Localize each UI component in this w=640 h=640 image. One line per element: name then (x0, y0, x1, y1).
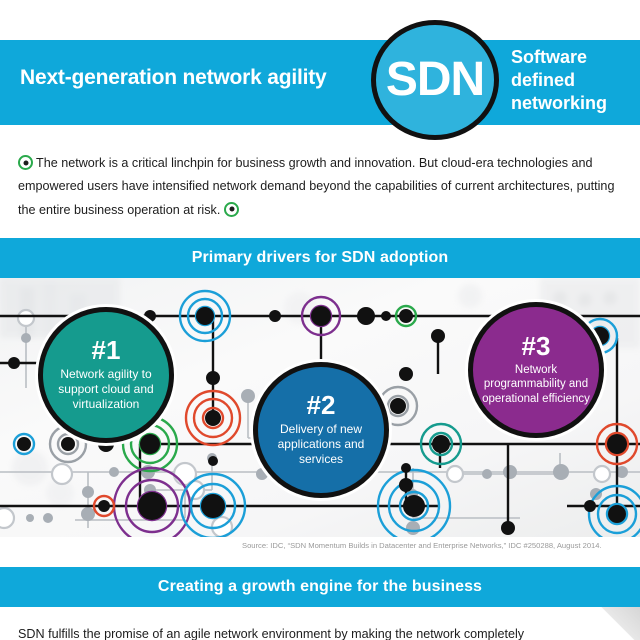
green-ring-dot-icon-end (224, 201, 240, 217)
header-subtitle: Software defined networking (511, 46, 607, 115)
driver-3-text: Network programmability and operational … (482, 363, 590, 405)
driver-circle-3[interactable]: #3 Network programmability and operation… (468, 302, 604, 438)
sdn-logo-text: SDN (385, 53, 485, 106)
drivers-section-band: Primary drivers for SDN adoption (0, 238, 640, 278)
drivers-section-title: Primary drivers for SDN adoption (191, 249, 449, 266)
intro-text: The network is a critical linchpin for b… (18, 156, 615, 217)
footer-paragraph: SDN fulfills the promise of an agile net… (18, 627, 525, 640)
header-subtitle-line3: networking (511, 93, 608, 114)
driver-1-number: #1 (91, 335, 121, 366)
driver-3-number: #3 (521, 331, 551, 362)
source-citation: Source: IDC, “SDN Momentum Builds in Dat… (242, 541, 602, 550)
driver-circle-1[interactable]: #1 Network agility to support cloud and … (38, 307, 174, 443)
network-nodes-gray-hollow (0, 308, 612, 537)
driver-2-number: #2 (306, 390, 336, 421)
driver-2-text: Delivery of new applications and service… (277, 421, 365, 467)
header-band (0, 40, 640, 125)
header-subtitle-line1: Software (511, 47, 588, 67)
green-ring-dot-icon (18, 155, 33, 170)
sdn-logo-circle: SDN (371, 20, 499, 140)
driver-circle-2[interactable]: #2 Delivery of new applications and serv… (253, 362, 389, 498)
page-title: Next-generation network agility (20, 66, 327, 89)
driver-1-text: Network agility to support cloud and vir… (58, 366, 154, 412)
growth-section-band: Creating a growth engine for the busines… (0, 567, 640, 607)
footer-corner-decoration (588, 607, 640, 640)
growth-section-title: Creating a growth engine for the busines… (157, 578, 483, 595)
intro-paragraph: The network is a critical linchpin for b… (18, 152, 624, 222)
header-subtitle-line2: defined (511, 70, 576, 91)
